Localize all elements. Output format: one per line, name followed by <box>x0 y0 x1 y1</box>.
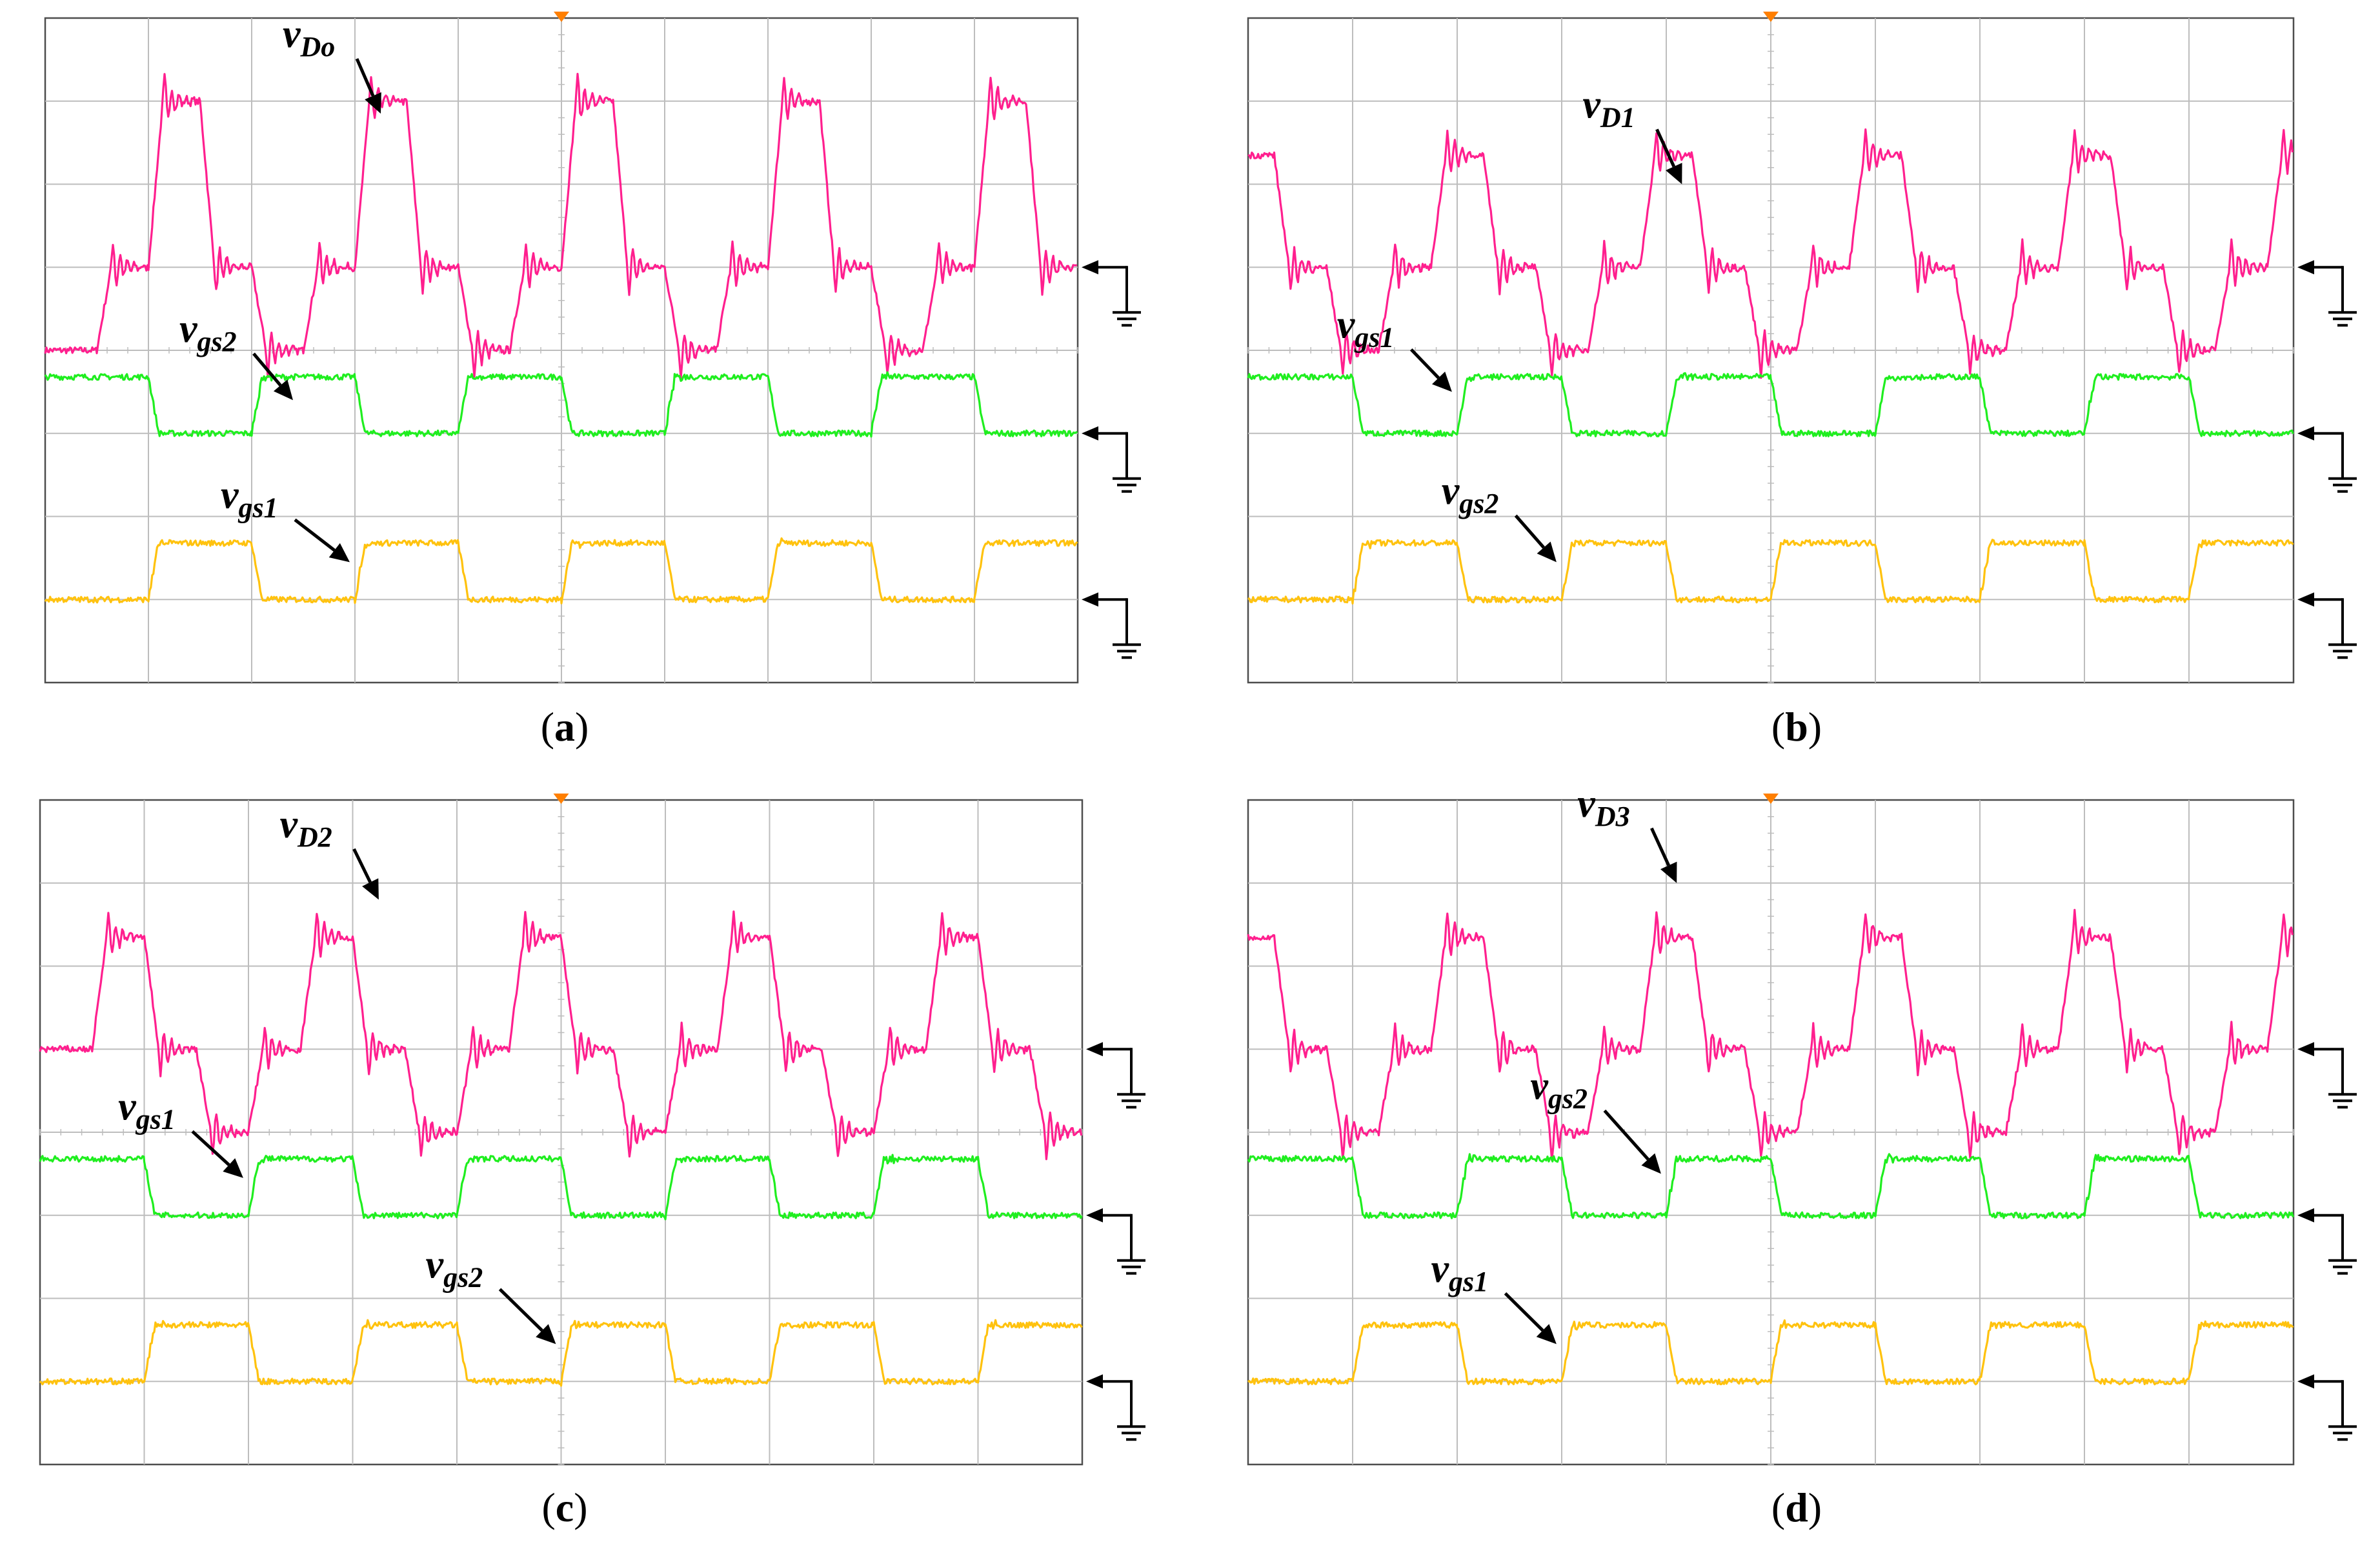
annotation-arrow <box>191 1130 230 1166</box>
label-d3: vD3 <box>1577 782 1629 832</box>
caption-a: (a) <box>540 704 589 750</box>
ground-marker <box>1082 260 1141 327</box>
annotation-arrow <box>1514 514 1546 549</box>
ground-marker <box>1086 1374 1145 1441</box>
ground-arrow-icon <box>1082 426 1098 441</box>
trace-gs2 <box>1247 1153 2294 1219</box>
annotation-arrow <box>252 352 282 386</box>
arrowhead-icon <box>362 878 379 900</box>
trace-d2 <box>39 910 1083 1161</box>
trace-do <box>44 72 1077 379</box>
ground-arrow-icon <box>2297 1042 2314 1057</box>
caption-b: (b) <box>1771 704 1822 750</box>
annotation-arrow <box>498 1288 543 1332</box>
scope-b: vD1 vgs1 vgs2 <box>1247 12 2357 684</box>
arrowhead-icon <box>1536 1324 1557 1344</box>
label-do: vDo <box>283 12 335 63</box>
label-gs2: vgs2 <box>426 1243 483 1293</box>
ground-marker <box>1086 1042 1145 1109</box>
ground-marker <box>2297 1208 2357 1275</box>
ground-arrow-icon <box>1086 1042 1103 1057</box>
trace-gs2 <box>1247 539 2294 605</box>
label-gs1: vgs1 <box>118 1085 176 1135</box>
annotation-arrow <box>1603 1109 1649 1161</box>
arrowhead-icon <box>1537 541 1557 563</box>
trace-gs1 <box>1247 1319 2294 1386</box>
caption-d: (d) <box>1771 1484 1822 1530</box>
ground-marker <box>2297 1374 2357 1441</box>
ground-arrow-icon <box>2297 1208 2314 1223</box>
trigger-marker <box>553 794 569 804</box>
ground-arrow-icon <box>2297 1374 2314 1389</box>
ground-marker <box>1082 592 1141 659</box>
arrowhead-icon <box>1432 372 1452 392</box>
trace-gs2 <box>44 371 1078 438</box>
trace-gs2 <box>39 1319 1083 1387</box>
label-gs1: vgs1 <box>1337 303 1395 354</box>
label-d2: vD2 <box>279 803 332 853</box>
scope-c: vD2 vgs1 vgs2 <box>39 794 1145 1466</box>
annotation-arrow <box>294 518 336 552</box>
annotation-arrow <box>1655 128 1676 168</box>
trace-gs1 <box>39 1154 1083 1221</box>
annotation-arrow <box>1650 827 1670 866</box>
scope-a: vDo vgs2 vgs1 <box>44 12 1141 684</box>
arrowhead-icon <box>1666 163 1682 185</box>
label-gs2: vgs2 <box>179 307 237 357</box>
annotation-arrow <box>1504 1292 1544 1332</box>
ground-marker <box>2297 426 2357 493</box>
label-gs1: vgs1 <box>1431 1247 1489 1297</box>
label-gs1: vgs1 <box>221 474 278 524</box>
ground-marker <box>1082 426 1141 493</box>
trace-gs1 <box>1247 372 2294 437</box>
caption-c: (c) <box>541 1484 588 1530</box>
ground-arrow-icon <box>2297 260 2314 275</box>
scope-d: vD3 vgs2 vgs1 <box>1247 782 2357 1466</box>
trace-gs1 <box>44 537 1078 605</box>
trigger-marker <box>1763 794 1779 804</box>
ground-arrow-icon <box>1086 1208 1103 1223</box>
trace-d3 <box>1247 908 2294 1161</box>
arrowhead-icon <box>1641 1153 1661 1174</box>
trigger-marker <box>554 12 569 22</box>
annotation-arrow <box>352 848 372 883</box>
arrowhead-icon <box>273 379 293 401</box>
ground-marker <box>1086 1208 1145 1275</box>
label-d1: vD1 <box>1582 83 1635 134</box>
arrowhead-icon <box>365 92 381 114</box>
ground-arrow-icon <box>1082 260 1098 275</box>
trigger-marker <box>1763 12 1779 22</box>
ground-arrow-icon <box>2297 426 2314 441</box>
label-gs2: vgs2 <box>1530 1064 1588 1115</box>
arrowhead-icon <box>1660 861 1677 883</box>
ground-marker <box>2297 1042 2357 1109</box>
trace-d1 <box>1247 128 2294 379</box>
arrowhead-icon <box>328 543 350 563</box>
annotation-arrow <box>1409 348 1440 379</box>
ground-marker <box>2297 260 2357 327</box>
ground-arrow-icon <box>2297 592 2314 607</box>
label-gs2: vgs2 <box>1442 469 1499 519</box>
arrowhead-icon <box>223 1158 243 1178</box>
ground-marker <box>2297 592 2357 659</box>
annotation-arrow <box>355 58 375 97</box>
ground-arrow-icon <box>1086 1374 1103 1389</box>
ground-arrow-icon <box>1082 592 1098 607</box>
arrowhead-icon <box>536 1324 556 1344</box>
